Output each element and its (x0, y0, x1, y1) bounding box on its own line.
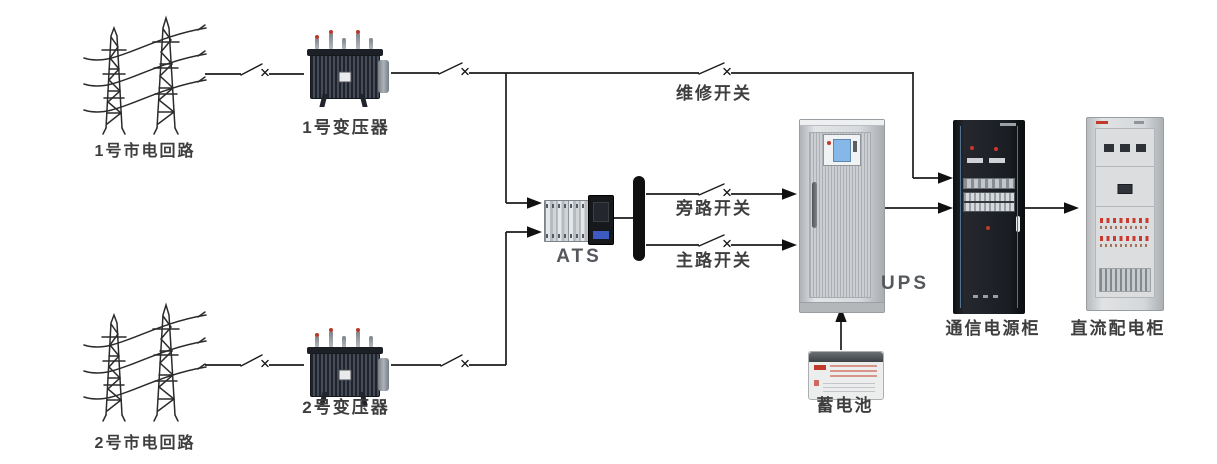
transformer-tank (378, 60, 389, 93)
comm-rectifier-module (963, 178, 1015, 189)
comm-power-cabinet-image (953, 120, 1025, 314)
label-transformer-2: 2号变压器 (302, 398, 390, 417)
dc-distribution-cabinet-image (1086, 117, 1164, 311)
switch-circuit1-incoming (240, 63, 269, 77)
ats-screen (593, 202, 609, 222)
transformer-cap (307, 49, 383, 56)
distribution-wires (613, 193, 1065, 350)
label-transformer-1: 1号变压器 (302, 118, 390, 137)
transformer-tank (378, 358, 389, 391)
label-ats: ATS (556, 246, 602, 267)
switch-bypass (698, 183, 731, 197)
ups-base (800, 302, 884, 312)
comm-meter-displays (967, 158, 983, 163)
transformer-cap (307, 347, 383, 354)
ats-label-strip (593, 231, 609, 239)
dc-cabinet-top-label (1096, 121, 1144, 124)
ats-device-image (544, 193, 614, 245)
arrow-ups-main-input (782, 239, 797, 251)
ups-cabinet-image (799, 119, 885, 313)
switch-transformer2-outgoing (440, 354, 469, 368)
dc-display (1117, 184, 1133, 194)
label-dc-distribution-cabinet: 直流配电柜 (1070, 319, 1166, 338)
comm-bottom-indicators (973, 295, 978, 298)
ups-door-handle (812, 182, 817, 228)
label-ups: UPS (880, 273, 930, 294)
transformer-body (310, 55, 380, 99)
switch-transformer1-outgoing (438, 62, 469, 76)
transformer-2-image (303, 328, 391, 408)
comm-door-handle (1016, 216, 1020, 232)
label-mains-circuit-1: 1号市电回路 (94, 143, 196, 160)
flow-arrows (527, 172, 1079, 322)
dc-vent-grille (1099, 268, 1151, 292)
transformer-1-image (303, 30, 391, 110)
dc-meters (1104, 144, 1146, 152)
ups-lcd-screen (833, 139, 851, 162)
label-comm-power-cabinet: 通信电源柜 (945, 319, 1041, 338)
battery-brand-logo (814, 365, 826, 370)
comm-breaker-rows (963, 192, 1015, 212)
dc-indicator-row (1100, 218, 1150, 223)
battery-side-mark (814, 380, 819, 386)
comm-indicator-leds (970, 146, 974, 150)
arrow-ups-bypass-input (782, 188, 797, 200)
comm-cabinet-top-label (1000, 123, 1016, 126)
comm-red-button (986, 226, 990, 230)
switch-main (698, 234, 731, 248)
dc-panel-divider (1095, 206, 1155, 207)
ats-controller-module (588, 195, 614, 245)
label-maintenance-switch: 维修开关 (676, 84, 752, 103)
transmission-tower-1 (83, 17, 207, 135)
transmission-tower-2 (83, 304, 207, 422)
arrow-comm-ups-input (938, 202, 953, 214)
transformer-body (310, 353, 380, 397)
dc-panel-divider (1095, 166, 1155, 167)
circuit2-wire (205, 231, 528, 366)
battery-image (808, 351, 884, 400)
dc-breaker-strip (1100, 226, 1150, 229)
ats-breaker-modules (544, 200, 592, 242)
dc-breaker-strip (1100, 244, 1150, 247)
arrow-battery-to-ups (835, 307, 847, 322)
switch-circuit2-incoming (240, 354, 269, 368)
arrow-comm-maintenance-input (938, 172, 953, 184)
switch-maintenance (698, 62, 731, 76)
label-battery: 蓄电池 (816, 396, 874, 415)
battery-label-text (830, 365, 877, 378)
transformer-bushings (315, 30, 373, 50)
label-main-switch: 主路开关 (676, 251, 752, 270)
arrow-dc-cabinet-input (1064, 202, 1079, 214)
label-bypass-switch: 旁路开关 (676, 199, 752, 218)
circuit1-wire (205, 72, 940, 204)
transformer-nameplate (338, 71, 352, 83)
arrow-ats-input-1 (527, 197, 542, 209)
busbar (633, 176, 645, 261)
label-mains-circuit-2: 2号市电回路 (94, 435, 196, 452)
ups-top-edge (800, 120, 884, 126)
ups-display-panel (823, 134, 861, 166)
battery-spec-lines (823, 383, 875, 392)
transformer-bushings (315, 328, 373, 348)
transformer-nameplate (338, 369, 352, 381)
arrow-ats-input-2 (527, 226, 542, 238)
dc-indicator-row (1100, 236, 1150, 241)
battery-terminal-strip (809, 352, 883, 362)
